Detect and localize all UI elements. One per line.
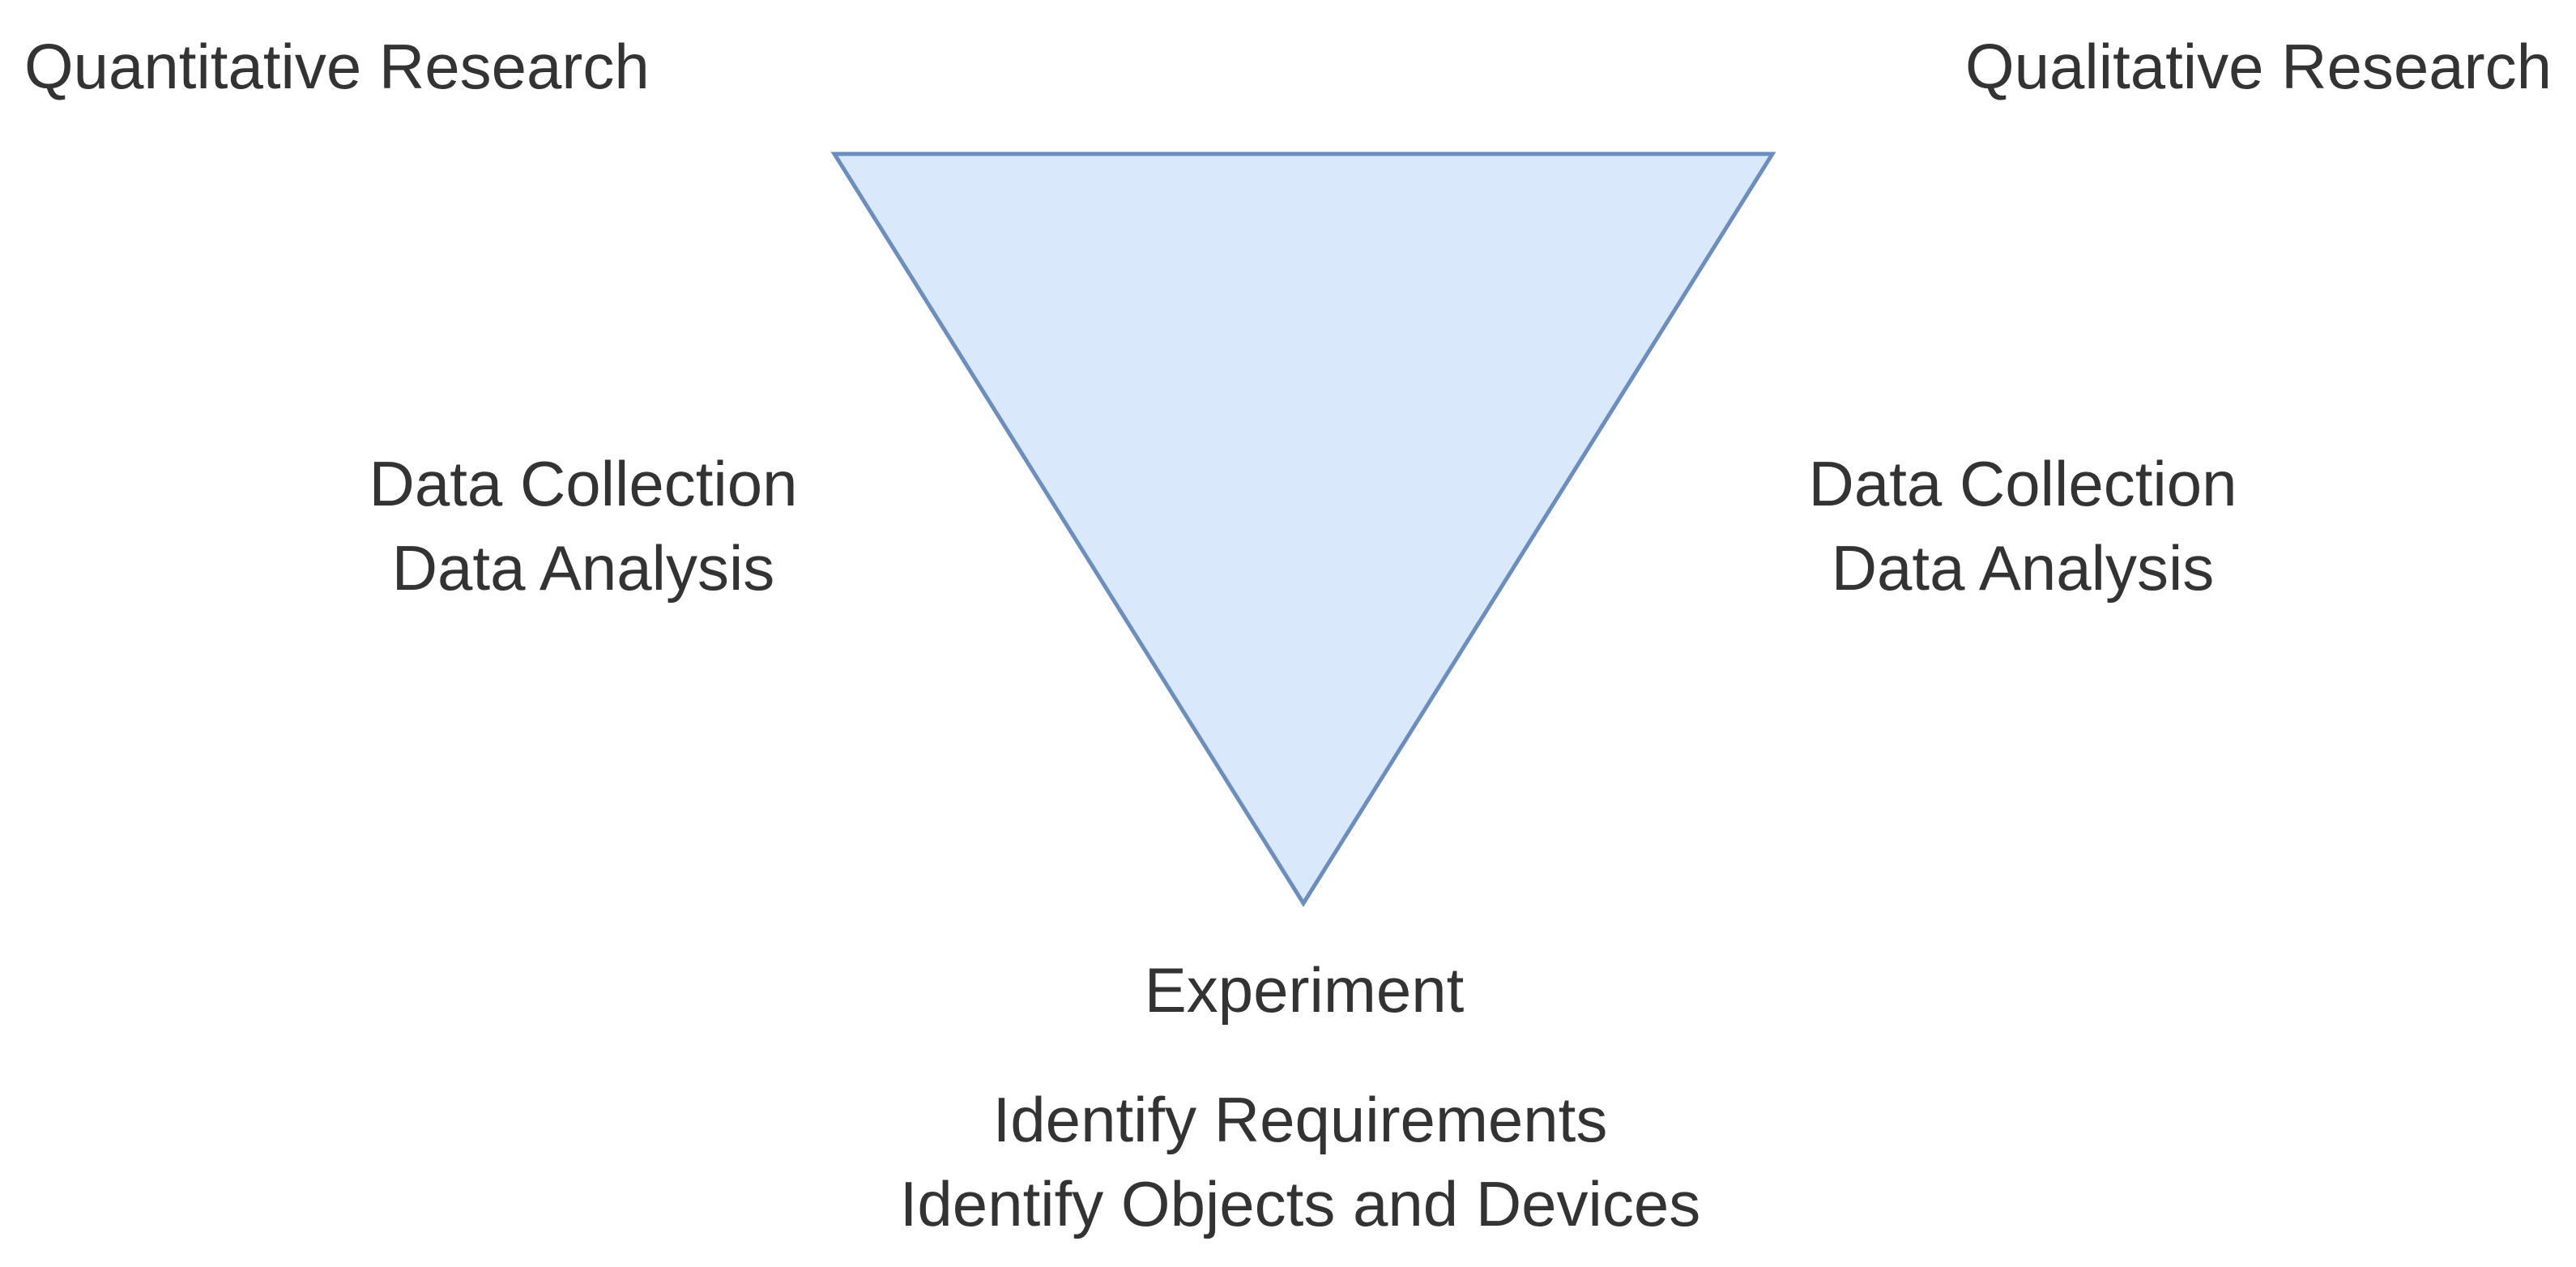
inverted-triangle-shape[interactable]: [830, 151, 1776, 907]
experiment-label: Experiment: [1145, 948, 1465, 1032]
qualitative-research-text: Qualitative Research: [1964, 31, 2552, 102]
quantitative-research-label: Quantitative Research: [24, 24, 650, 109]
experiment-step-identify-objects-devices: Identify Objects and Devices: [899, 1168, 1701, 1239]
experiment-text: Experiment: [1144, 954, 1465, 1026]
quantitative-step-data-collection: Data Collection: [369, 448, 798, 519]
qualitative-steps-label: Data Collection Data Analysis: [1809, 442, 2237, 610]
experiment-steps-label: Identify Requirements Identify Objects a…: [900, 1077, 1700, 1246]
qualitative-step-data-analysis: Data Analysis: [1831, 532, 2215, 604]
quantitative-steps-label: Data Collection Data Analysis: [369, 442, 798, 610]
quantitative-research-text: Quantitative Research: [24, 31, 650, 102]
qualitative-research-label: Qualitative Research: [1965, 24, 2552, 109]
experiment-step-identify-requirements: Identify Requirements: [992, 1084, 1608, 1155]
qualitative-step-data-collection: Data Collection: [1808, 448, 2237, 519]
quantitative-step-data-analysis: Data Analysis: [391, 532, 775, 604]
